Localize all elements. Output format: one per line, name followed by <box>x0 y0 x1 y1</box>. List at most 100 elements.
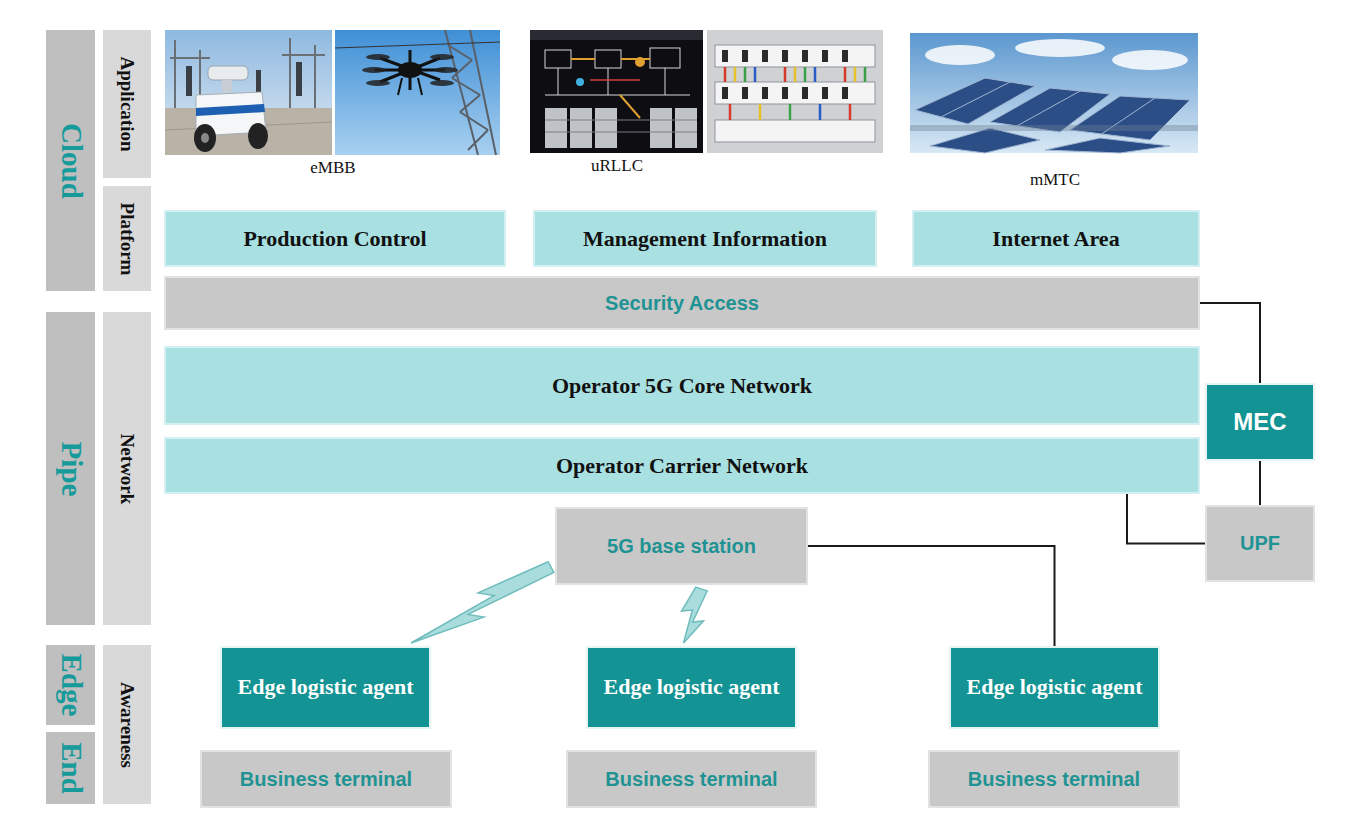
robot-photo-part-part <box>174 40 176 110</box>
cabinet-photo-part-part <box>804 67 807 82</box>
cabinet-photo-part-part <box>715 82 875 104</box>
cabinet-photo-part-part <box>782 87 788 99</box>
node-label: Awareness <box>116 682 138 768</box>
drone-photo-part-part <box>452 78 480 95</box>
node-label: Operator Carrier Network <box>556 453 808 479</box>
robot-photo-part-part <box>170 57 210 59</box>
cabinet-photo-part-part <box>802 87 808 99</box>
control-screen-photo-part-part <box>558 68 559 95</box>
control-screen-photo-part <box>545 48 690 95</box>
drone-photo-part-part <box>335 42 500 48</box>
control-screen-photo-part-part <box>545 120 697 121</box>
node-label: Edge logistic agent <box>967 674 1143 700</box>
cabinet-photo-part-part <box>822 50 828 62</box>
drone-photo-part <box>398 62 422 78</box>
layer-band: End <box>44 730 97 806</box>
cabinet-photo-part-part <box>722 50 728 62</box>
sublayer-band: Platform <box>101 184 153 293</box>
connector-line <box>1127 494 1205 544</box>
cabinet-photo-part-part <box>729 104 732 120</box>
control-screen-photo-part-part <box>620 95 640 118</box>
cabinet-photo-part-part <box>744 67 747 82</box>
control-screen-photo-part-part <box>545 108 567 148</box>
control-screen-photo-part-part <box>665 68 666 95</box>
cabinet-photo-part <box>722 50 848 99</box>
connector-line <box>1200 303 1260 383</box>
node-label: Business terminal <box>240 768 412 791</box>
control-screen-photo-part-part <box>650 108 672 148</box>
connector-line <box>1259 461 1261 505</box>
node-label: Pipe <box>54 441 87 496</box>
cabinet-photo-part-part <box>715 45 875 67</box>
node-label: Edge logistic agent <box>604 674 780 700</box>
drone-photo-part <box>362 54 458 86</box>
layer-band: Pipe <box>44 310 97 627</box>
control-screen-photo <box>530 30 703 153</box>
node-label: Security Access <box>605 292 759 315</box>
solar-photo-part-part <box>941 82 1010 117</box>
terminal-box: Business terminal <box>928 750 1180 808</box>
terminal-box: Business terminal <box>566 750 817 808</box>
cabinet-photo-part-part <box>754 67 757 82</box>
network-bar: Operator Carrier Network <box>164 437 1200 494</box>
robot-photo-part-part <box>186 66 192 96</box>
control-screen-photo-part <box>545 120 697 132</box>
cabinet-photo-part-part <box>864 67 867 82</box>
cabinet-photo-part-part <box>715 120 875 142</box>
control-screen-photo-part-part <box>595 108 617 148</box>
cabinet-photo-part-part <box>822 87 828 99</box>
node-label: End <box>54 742 87 794</box>
node-label: UPF <box>1240 532 1280 555</box>
platform-box: Production Control <box>164 210 506 267</box>
node-label: Edge <box>54 654 87 717</box>
connector-line <box>808 546 1055 646</box>
drone-photo-part <box>398 78 402 95</box>
cabinet-photo-part-part <box>762 50 768 62</box>
node-label: Application <box>116 56 138 151</box>
cabinet-photo-part-part <box>819 104 822 120</box>
control-screen-photo-part <box>576 78 584 86</box>
cabinet-photo-part-part <box>734 67 737 82</box>
cabinet-photo-part <box>707 30 883 153</box>
sublayer-band: Application <box>101 28 153 180</box>
drone-photo <box>335 30 500 155</box>
control-screen-photo-part-part <box>621 58 650 60</box>
cabinet-photo-part-part <box>759 104 762 120</box>
control-screen-photo-part-part <box>545 50 571 68</box>
cabinet-photo-part <box>715 45 875 142</box>
robot-photo-part <box>186 62 302 96</box>
drone-photo-part-part <box>366 54 390 60</box>
robot-photo-part-part <box>296 62 302 96</box>
robot-photo-part <box>194 124 216 152</box>
service-label: uRLLC <box>591 156 643 176</box>
cabinet-photo-part-part <box>794 67 797 82</box>
sublayer-band: Network <box>101 310 153 627</box>
control-screen-photo-part-part <box>675 108 697 148</box>
cabinet-photo-part-part <box>742 87 748 99</box>
terminal-box: Business terminal <box>200 750 452 808</box>
cabinet-photo-part-part <box>722 87 728 99</box>
control-screen-photo-part-part <box>650 48 680 68</box>
solar-photo-part <box>925 39 1188 70</box>
control-screen-photo-part-part <box>571 58 595 60</box>
layer-band: Cloud <box>44 28 97 293</box>
agent-box: Edge logistic agent <box>220 646 431 729</box>
mec-box: MEC <box>1205 383 1315 461</box>
robot-photo-part <box>208 66 248 80</box>
node-label: Business terminal <box>605 768 777 791</box>
cabinet-photo-part-part <box>842 50 848 62</box>
cabinet-photo <box>707 30 883 153</box>
solar-photo-part <box>915 78 1190 153</box>
robot-photo-part <box>248 123 268 149</box>
node-label: MEC <box>1233 408 1286 436</box>
drone-photo-part <box>335 30 500 155</box>
wireless-bolt <box>682 587 708 643</box>
cabinet-photo-part-part <box>844 67 847 82</box>
drone-photo-part <box>418 78 422 95</box>
upf-box: UPF <box>1205 505 1315 582</box>
control-screen-photo-part-part <box>545 95 690 96</box>
control-screen-photo-part <box>530 30 703 153</box>
drone-photo-part-part <box>366 80 390 86</box>
solar-photo-part-part <box>1015 39 1105 57</box>
robot-photo-part <box>222 80 232 92</box>
